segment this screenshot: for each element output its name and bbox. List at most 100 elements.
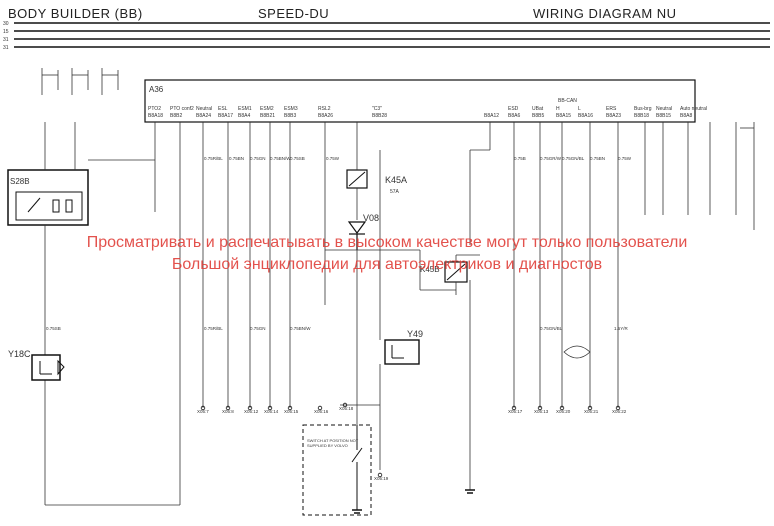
- module-pin-id: B8B18: [634, 113, 649, 119]
- connector-pin: [225, 405, 231, 411]
- svg-text:0.75SB: 0.75SB: [46, 326, 61, 331]
- v08-label: V08: [363, 213, 379, 223]
- svg-text:0.75B: 0.75B: [514, 156, 526, 161]
- wire-labels: 0.75R/BL 0.75BN 0.75GN 0.75BN/W 0.75SB 0…: [46, 156, 632, 331]
- connector-pin: [377, 472, 383, 478]
- module-pin-function: ESL: [218, 106, 228, 112]
- module-pin-function: Neutral: [196, 106, 212, 112]
- rail-label: 15: [3, 29, 9, 35]
- connector-label: X05:21: [584, 409, 599, 414]
- connector-label: X05:20: [556, 409, 571, 414]
- y18c-box: [31, 354, 61, 381]
- module-pin-id: B8B15: [656, 113, 671, 119]
- svg-text:0.75W: 0.75W: [618, 156, 632, 161]
- svg-text:0.75BN: 0.75BN: [229, 156, 244, 161]
- connector-pin: [287, 405, 293, 411]
- module-pin-function: UBat: [532, 106, 544, 112]
- connector-label: X05:15: [284, 409, 299, 414]
- svg-text:1.5Y/R: 1.5Y/R: [614, 326, 629, 331]
- module-pin-function: ERS: [606, 106, 617, 112]
- module-pin-id: B8A15: [556, 113, 571, 119]
- connector-label: X05:7: [197, 409, 209, 414]
- connector-pin: [537, 405, 543, 411]
- svg-text:0.75GN/BL: 0.75GN/BL: [540, 326, 563, 331]
- connector-pin: [200, 405, 206, 411]
- external-switch-box: [302, 424, 372, 516]
- svg-text:0.75BN/W: 0.75BN/W: [270, 156, 291, 161]
- module-pin-id: B8B28: [372, 113, 387, 119]
- watermark-line-1: Просматривать и распечатывать в высоком …: [86, 234, 688, 251]
- connector-label: X05:8: [222, 409, 234, 414]
- k45a-sub: 57A: [390, 189, 400, 195]
- connector-label: X05:22: [612, 409, 627, 414]
- switch-note: SWITCH AT POSITION NOT SUPPLIED BY VOLVO: [307, 438, 359, 448]
- module-pin-id: B8A26: [318, 113, 333, 119]
- k45b-label: K45B: [420, 265, 440, 274]
- connector-pin: [247, 405, 253, 411]
- s28b-internals: [15, 191, 83, 221]
- module-pin-id: B8A6: [508, 113, 520, 119]
- bus-label: BB-CAN: [558, 98, 577, 104]
- v08-diode: [347, 221, 367, 250]
- ground-symbols: [352, 489, 475, 514]
- column-wires: [202, 122, 737, 490]
- connector-label: X05:18: [339, 406, 354, 411]
- top-left-symbols: [41, 68, 119, 95]
- svg-text:0.75W: 0.75W: [326, 156, 340, 161]
- module-a36-box: [144, 79, 696, 123]
- connector-label: X05:14: [264, 409, 279, 414]
- watermark-line-2: Большой энциклопедии для автоэлектриков …: [171, 256, 603, 273]
- svg-text:0.75R/BL: 0.75R/BL: [204, 326, 223, 331]
- module-pin-id: B8B5: [532, 113, 544, 119]
- svg-text:0.75GN/BL: 0.75GN/BL: [562, 156, 585, 161]
- module-pin-function: PTO2: [148, 106, 161, 112]
- connector-label: X05:12: [244, 409, 259, 414]
- power-rails: [14, 22, 770, 48]
- diagram-title-left: BODY BUILDER (BB): [8, 6, 143, 21]
- module-pin-function: ESD: [508, 106, 519, 112]
- connector-label: X05:19: [374, 476, 389, 481]
- svg-text:0.75BN: 0.75BN: [590, 156, 605, 161]
- module-pin-id: B8A12: [484, 113, 499, 119]
- connector-label: X05:17: [508, 409, 523, 414]
- module-pin-function: "C3": [372, 106, 382, 112]
- y18c-symbol: [39, 359, 65, 376]
- connector-pin: [317, 405, 323, 411]
- module-pin-function: ESM3: [284, 106, 298, 112]
- svg-text:0.75GR/W: 0.75GR/W: [540, 156, 562, 161]
- diagram-title-right: WIRING DIAGRAM NU: [533, 6, 677, 21]
- connector-pin: [342, 402, 348, 408]
- y18c-label: Y18C: [8, 349, 31, 359]
- module-pin-id: B8A17: [218, 113, 233, 119]
- svg-text:0.75BN/W: 0.75BN/W: [290, 326, 311, 331]
- connector-pin: [559, 405, 565, 411]
- module-pin-id: B8A4: [238, 113, 250, 119]
- svg-text:0.75R/BL: 0.75R/BL: [204, 156, 223, 161]
- connector-pin: [511, 405, 517, 411]
- module-pin-function: RSL2: [318, 106, 331, 112]
- rail-label: 31: [3, 37, 9, 43]
- twist-symbol: [563, 345, 591, 359]
- svg-text:0.75GN: 0.75GN: [250, 326, 266, 331]
- y49-box: [384, 339, 420, 365]
- module-pin-function: L: [578, 106, 581, 112]
- module-pin-id: B8A16: [578, 113, 593, 119]
- connector-pin: [267, 405, 273, 411]
- module-a36-label: A36: [149, 85, 164, 94]
- module-pin-id: B8B2: [170, 113, 182, 119]
- diagram-title-center: SPEED-DU: [258, 6, 330, 21]
- module-pin-function: ESM1: [238, 106, 252, 112]
- k45a-label: K45A: [385, 175, 407, 185]
- module-pin-function: H: [556, 106, 560, 112]
- s28b-label: S28B: [10, 177, 30, 186]
- connector-label: X05:16: [314, 409, 329, 414]
- y49-label: Y49: [407, 329, 423, 339]
- module-pin-id: B8B3: [284, 113, 296, 119]
- bottom-connectors: X05:7 X05:8 X05:12 X05:14 X05:15 X05:16 X05:18…: [197, 402, 627, 481]
- svg-text:0.75GN: 0.75GN: [250, 156, 266, 161]
- module-pin-function: Auto neutral: [680, 106, 707, 112]
- module-pin-id: B8A8: [680, 113, 692, 119]
- svg-text:0.75SB: 0.75SB: [290, 156, 305, 161]
- connector-pin: [587, 405, 593, 411]
